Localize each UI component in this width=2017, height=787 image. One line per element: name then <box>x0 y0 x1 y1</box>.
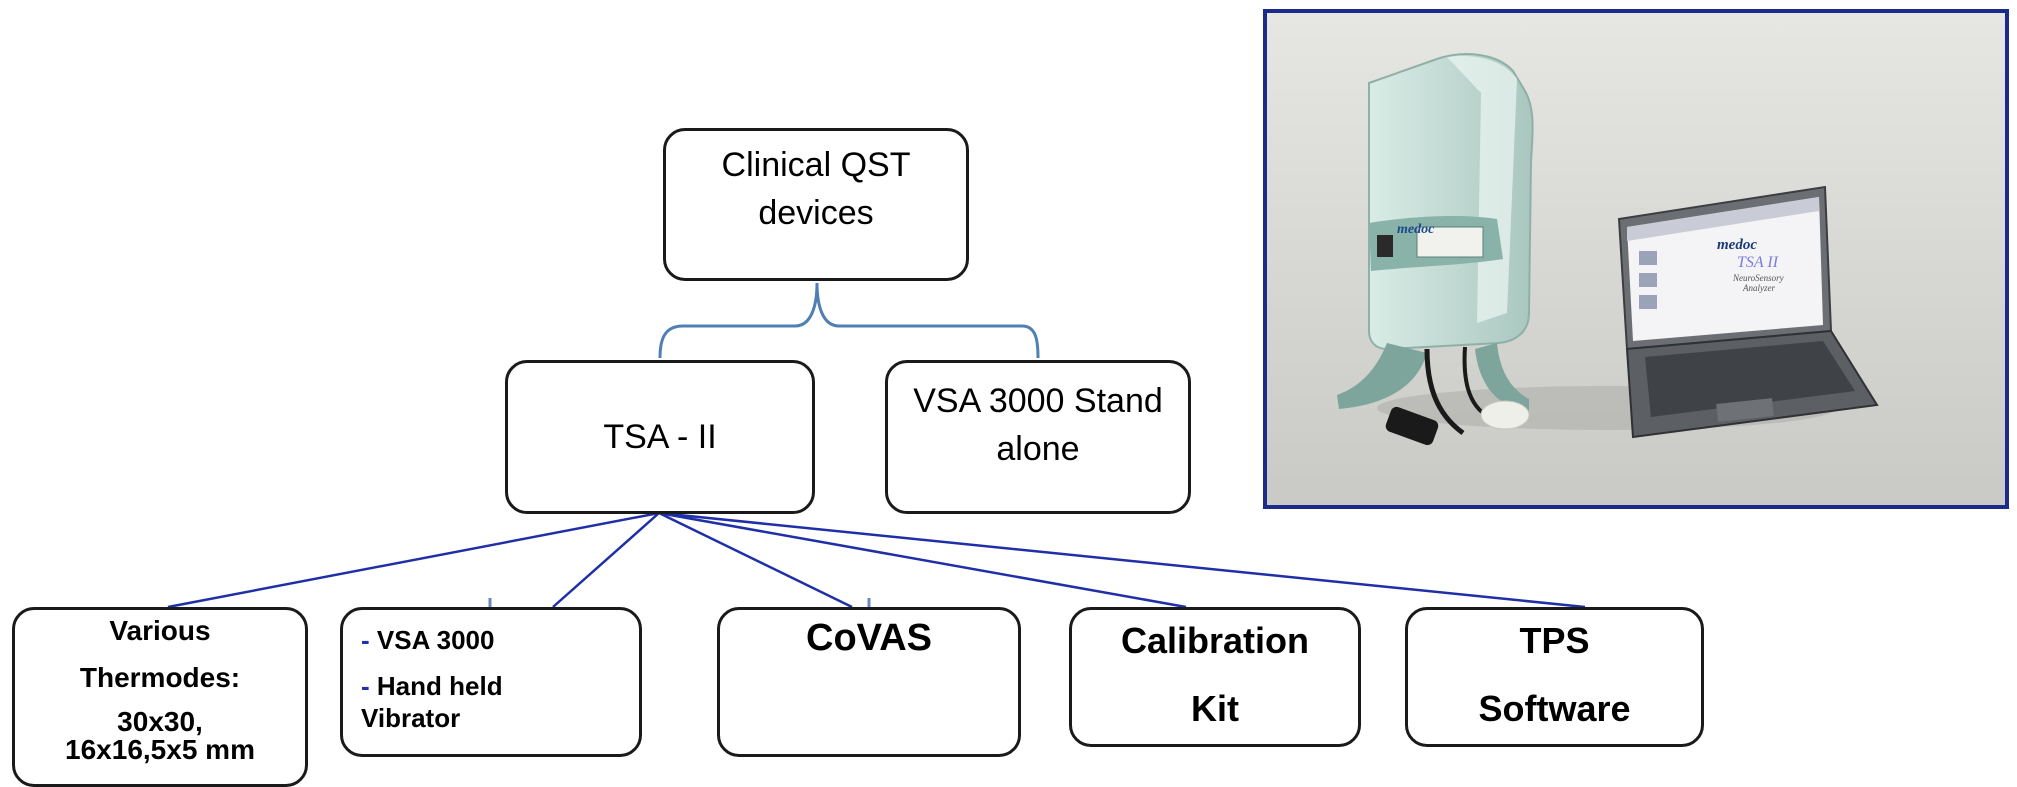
fan-line-calibration <box>658 511 1187 609</box>
node-label: 30x30, <box>117 706 203 737</box>
node-tps-software: TPS Software <box>1405 607 1704 747</box>
item-label: Vibrator <box>361 703 461 733</box>
device-photo: medoc medoc TSA II NeuroSensory Analyzer <box>1263 9 2009 509</box>
node-label: CoVAS <box>806 617 932 659</box>
screen-brand-label: medoc <box>1717 237 1757 253</box>
bullet: - <box>361 671 370 701</box>
node-label: Software <box>1478 688 1631 729</box>
root-bracket-left <box>658 282 819 359</box>
screen-title-label: TSA II <box>1737 254 1779 271</box>
list-item: - VSA 3000 <box>361 624 639 656</box>
node-label: TPS <box>1519 620 1590 661</box>
item-label: VSA 3000 <box>376 625 495 655</box>
node-tsa-ii: TSA - II <box>505 360 815 514</box>
node-calibration-kit: Calibration Kit <box>1069 607 1361 747</box>
node-label: alone <box>996 430 1080 468</box>
node-vsa-standalone: VSA 3000 Stand alone <box>885 360 1191 514</box>
node-label: VSA 3000 Stand <box>913 382 1163 420</box>
screen-subtitle-label: NeuroSensory <box>1732 273 1784 283</box>
node-thermodes: Various Thermodes: 30x30, 16x16,5x5 mm <box>12 607 308 787</box>
node-vibration: - VSA 3000 - Hand held Vibrator <box>340 607 642 757</box>
node-clinical-qst: Clinical QST devices <box>663 128 969 281</box>
node-label: 16x16,5x5 mm <box>65 734 255 765</box>
list-item: - Hand held <box>361 670 639 702</box>
item-label: Hand held <box>376 671 503 701</box>
node-covas: CoVAS <box>717 607 1021 757</box>
device-illustration: medoc medoc TSA II NeuroSensory Analyzer <box>1267 13 2005 505</box>
node-label: Various <box>109 615 211 646</box>
node-label: Clinical QST <box>721 146 911 184</box>
node-label: Calibration <box>1120 620 1309 661</box>
node-label: devices <box>758 194 874 232</box>
node-label: Kit <box>1191 688 1239 729</box>
screen-subtitle-label: Analyzer <box>1742 283 1775 293</box>
fan-line-thermodes <box>167 511 660 609</box>
node-label: Thermodes: <box>79 662 241 693</box>
device-brand-label: medoc <box>1397 222 1435 237</box>
fan-line-covas <box>658 511 853 609</box>
bullet: - <box>361 625 370 655</box>
node-label: TSA - II <box>603 418 717 456</box>
fan-line-tps <box>658 511 1586 609</box>
fan-line-vibration <box>552 512 660 608</box>
root-bracket-right <box>815 282 1040 359</box>
